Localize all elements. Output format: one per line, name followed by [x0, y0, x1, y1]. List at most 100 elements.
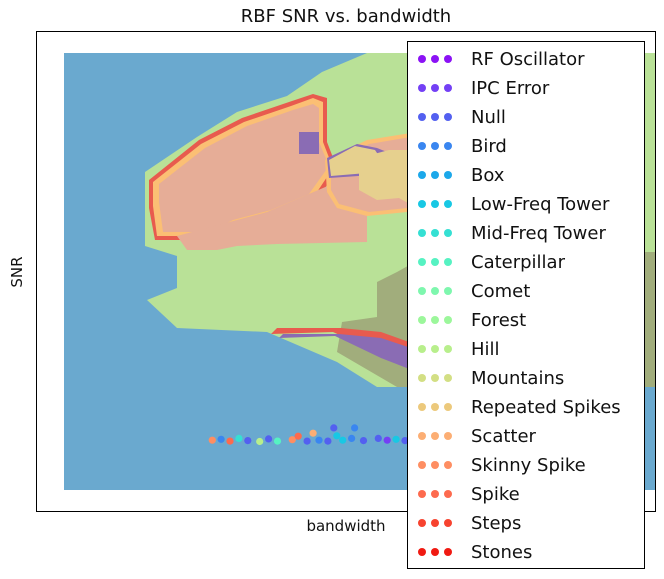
legend-entry: Mid-Freq Tower [408, 220, 644, 249]
legend-marker [418, 142, 454, 152]
data-point [392, 435, 400, 443]
legend-label: Comet [471, 281, 531, 302]
legend-entry: Hill [408, 336, 644, 365]
region-salmon-main [159, 104, 329, 232]
legend-entry: Repeated Spikes [408, 394, 644, 423]
legend-label: Stones [471, 542, 533, 563]
data-point [244, 437, 252, 445]
data-point [273, 437, 282, 445]
legend-entry: RF Oscillator [408, 46, 644, 75]
legend-dot [418, 316, 426, 324]
legend-dot [431, 374, 439, 382]
legend-dot [431, 113, 439, 121]
legend-label: Null [471, 107, 506, 128]
legend-marker [418, 55, 454, 65]
data-point [235, 434, 243, 442]
legend-entry: Steps [408, 510, 644, 539]
data-point [208, 436, 216, 444]
legend-dot [418, 171, 426, 179]
legend-label: Forest [471, 310, 527, 331]
legend-label: Low-Freq Tower [471, 194, 610, 215]
legend-dot [444, 548, 452, 556]
legend-marker [418, 171, 454, 181]
data-point [309, 429, 317, 437]
data-point [348, 434, 356, 442]
legend-marker [418, 548, 454, 558]
legend-dot [444, 461, 452, 469]
legend-dot [444, 200, 452, 208]
legend-entry: Null [408, 104, 644, 133]
legend-label: Steps [471, 513, 522, 534]
data-point [226, 437, 234, 445]
legend-entry: Comet [408, 278, 644, 307]
data-point [256, 437, 264, 446]
legend-entry: Scatter [408, 423, 644, 452]
data-point [324, 437, 332, 445]
data-point [351, 424, 359, 432]
legend-dot [444, 229, 452, 237]
legend-dot [431, 316, 439, 324]
legend-dot [444, 142, 452, 150]
legend-dot [418, 287, 426, 295]
legend-dot [431, 403, 439, 411]
legend-marker [418, 84, 454, 94]
legend-entry: Caterpillar [408, 249, 644, 278]
legend-marker [418, 345, 454, 355]
legend-dot [418, 519, 426, 527]
legend-dot [418, 55, 426, 63]
legend-dot [444, 287, 452, 295]
legend-dot [431, 287, 439, 295]
legend-entry: Box [408, 162, 644, 191]
data-point [374, 434, 382, 442]
legend-marker [418, 519, 454, 529]
legend-marker [418, 258, 454, 268]
legend-dot [431, 200, 439, 208]
legend-dot [418, 258, 426, 266]
data-point [288, 436, 296, 444]
y-axis-label: SNR [8, 256, 26, 288]
legend-label: Box [471, 165, 505, 186]
data-point [359, 437, 368, 445]
data-point [217, 435, 225, 443]
legend-dot [418, 548, 426, 556]
legend-dot [444, 490, 452, 498]
legend-dot [431, 432, 439, 440]
data-point [265, 435, 273, 443]
legend-label: Bird [471, 136, 507, 157]
legend-entry: Low-Freq Tower [408, 191, 644, 220]
legend-dot [431, 345, 439, 353]
legend-dot [418, 461, 426, 469]
legend-entry: Spike [408, 481, 644, 510]
legend-marker [418, 200, 454, 210]
legend-dot [444, 345, 452, 353]
chart-title: RBF SNR vs. bandwidth [240, 6, 452, 27]
legend-dot [444, 55, 452, 63]
data-point [303, 437, 311, 445]
data-point [333, 432, 341, 440]
legend-dot [418, 403, 426, 411]
legend-dot [431, 142, 439, 150]
legend-label: Scatter [471, 426, 536, 447]
legend-dot [418, 229, 426, 237]
legend-dot [418, 142, 426, 150]
legend-label: Hill [471, 339, 500, 360]
legend-marker [418, 432, 454, 442]
legend-marker [418, 461, 454, 471]
legend-dot [418, 374, 426, 382]
legend-marker [418, 287, 454, 297]
legend-label: RF Oscillator [471, 49, 585, 70]
data-point [330, 424, 338, 432]
legend-dot [418, 113, 426, 121]
legend-dot [444, 84, 452, 92]
x-axis-label: bandwidth [306, 517, 386, 535]
legend-dot [431, 519, 439, 527]
legend-label: Skinny Spike [471, 455, 586, 476]
legend-dot [431, 84, 439, 92]
legend-label: Caterpillar [471, 252, 565, 273]
legend-dot [444, 374, 452, 382]
legend-label: Mountains [471, 368, 565, 389]
region-purple-small [299, 132, 319, 154]
legend-marker [418, 490, 454, 500]
legend-dot [444, 258, 452, 266]
